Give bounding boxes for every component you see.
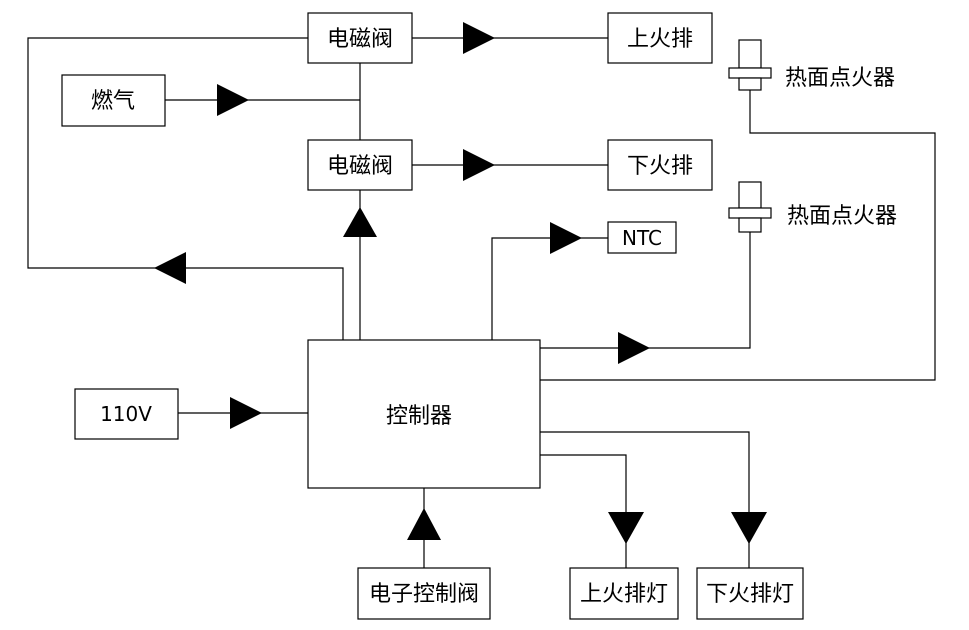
upper-burner-label: 上火排	[627, 27, 693, 52]
arrowheads	[154, 22, 767, 544]
igniter-top-stem-icon	[738, 77, 762, 91]
igniter-top-label: 热面点火器	[785, 66, 895, 91]
wire-controller-to-igniter-bottom	[540, 232, 751, 349]
arrow-electronic-valve-to-controller	[407, 508, 441, 540]
arrow-to-upper-lamp	[608, 512, 644, 544]
upper-lamp-label: 上火排灯	[580, 582, 668, 607]
arrow-gas-flow	[217, 84, 249, 116]
igniter-bottom-label: 热面点火器	[787, 204, 897, 229]
controller-label: 控制器	[386, 404, 452, 429]
ntc-label: NTC	[622, 226, 662, 250]
node-solenoid-top: 电磁阀	[307, 12, 413, 64]
igniter-bottom-cap-icon	[738, 181, 762, 209]
power-label: 110V	[100, 402, 152, 426]
igniter-bottom-flange-icon	[728, 207, 772, 219]
electronic-valve-label: 电子控制阀	[369, 582, 479, 607]
node-ntc: NTC	[607, 221, 677, 254]
igniter-bottom-stem-icon	[738, 217, 762, 233]
arrow-to-igniter-bottom	[618, 332, 650, 364]
wire-controller-to-upper-lamp	[540, 454, 627, 568]
node-electronic-valve: 电子控制阀	[357, 567, 491, 620]
arrow-to-upper-burner	[463, 22, 495, 54]
igniter-top-flange-icon	[728, 67, 772, 79]
arrow-to-solenoid-mid	[343, 207, 377, 237]
node-controller: 控制器	[307, 339, 541, 489]
igniter-bottom-symbol	[728, 181, 772, 233]
solenoid-top-label: 电磁阀	[327, 27, 393, 52]
arrow-to-solenoid-top-loop	[154, 252, 186, 284]
arrow-to-lower-lamp	[731, 512, 767, 544]
wire-controller-to-solenoid-top	[27, 37, 344, 340]
igniter-top-symbol	[728, 39, 772, 91]
lower-lamp-label: 下火排灯	[706, 582, 794, 607]
gas-label: 燃气	[91, 89, 135, 114]
wire-controller-to-igniter-top	[540, 90, 936, 381]
node-upper-burner: 上火排	[607, 12, 713, 64]
node-upper-lamp: 上火排灯	[569, 567, 679, 620]
solenoid-mid-label: 电磁阀	[327, 154, 393, 179]
node-lower-burner: 下火排	[607, 139, 713, 191]
arrow-to-ntc	[550, 222, 582, 254]
node-lower-lamp: 下火排灯	[696, 567, 804, 620]
arrow-to-lower-burner	[463, 149, 495, 181]
igniter-top-cap-icon	[738, 39, 762, 69]
lower-burner-label: 下火排	[627, 154, 693, 179]
node-power: 110V	[74, 388, 179, 440]
arrow-power-to-controller	[230, 397, 262, 429]
node-solenoid-mid: 电磁阀	[307, 139, 413, 191]
wire-controller-to-lower-lamp	[540, 431, 750, 568]
node-gas: 燃气	[61, 74, 166, 127]
